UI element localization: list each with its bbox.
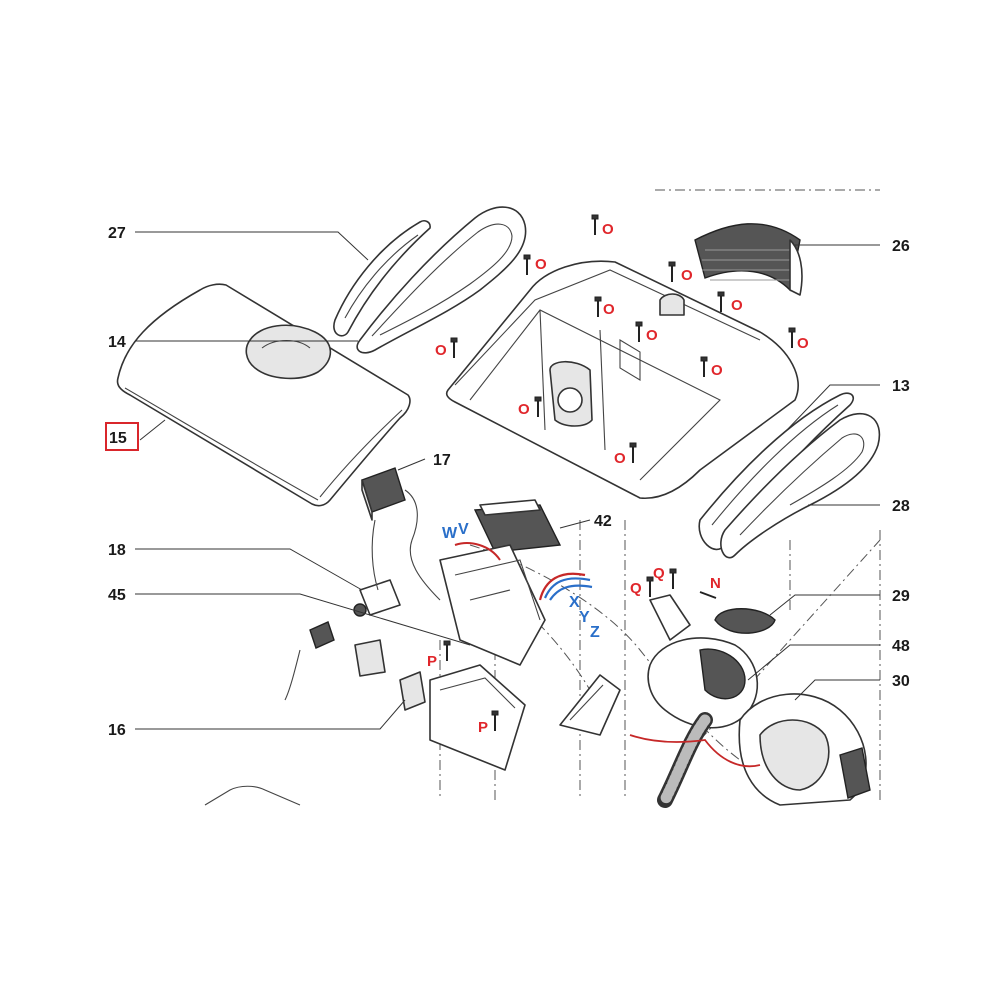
label-26: 26 (892, 238, 910, 255)
screw-label-p: P (427, 653, 437, 670)
label-30: 30 (892, 673, 910, 690)
screw-label-p: P (478, 719, 488, 736)
screw-icon (635, 321, 643, 342)
screw-label-o: O (435, 342, 447, 359)
screw-icon (591, 214, 599, 235)
leader-lines (135, 231, 880, 730)
label-15: 15 (109, 430, 127, 447)
lower-tray (429, 664, 526, 771)
screw-label-n: N (710, 575, 721, 592)
part-29-coupling-plate (714, 608, 776, 634)
screw-icon (717, 291, 725, 312)
screw-icon (450, 337, 458, 358)
screw-letter-labels: O O O O O O O O O O O P P Q Q N (427, 221, 809, 736)
label-17: 17 (433, 452, 451, 469)
wire-bundle (538, 572, 593, 601)
part-30-motor (738, 693, 871, 806)
label-42: 42 (594, 513, 612, 530)
partial-part-bottom-left (204, 785, 301, 806)
part-16-bracket (284, 621, 426, 711)
label-18: 18 (108, 542, 126, 559)
part-17-transformer (361, 467, 441, 601)
screw-label-q: Q (630, 580, 642, 597)
label-14: 14 (108, 334, 126, 351)
label-48: 48 (892, 638, 910, 655)
screw-label-o: O (646, 327, 658, 344)
screw-icon (491, 710, 499, 731)
screw-icon (534, 396, 542, 417)
wire-letter-labels: W V X Y Z (442, 521, 600, 641)
part-27-side-rail (333, 220, 431, 337)
screw-label-o: O (614, 450, 626, 467)
corrugated-hose (629, 712, 761, 808)
label-13: 13 (892, 378, 910, 395)
screw-label-o: O (603, 301, 615, 318)
part-15-lid (116, 283, 411, 507)
part-number-labels: 27 14 15 17 18 45 16 26 13 28 42 29 48 3… (105, 225, 910, 739)
wire-label-v: V (458, 521, 469, 538)
screw-icon (646, 576, 654, 597)
label-45: 45 (108, 587, 126, 604)
label-29: 29 (892, 588, 910, 605)
screw-label-o: O (518, 401, 530, 418)
part-26-filter-grille (694, 223, 803, 296)
screw-label-q: Q (653, 565, 665, 582)
part-45-valve-block (439, 542, 546, 666)
screw-icon (594, 296, 602, 317)
wire-label-y: Y (579, 609, 590, 626)
screw-icon (668, 261, 676, 282)
screw-label-o: O (602, 221, 614, 238)
screw-icon (523, 254, 531, 275)
wire-label-x: X (569, 594, 580, 611)
screw-label-o: O (731, 297, 743, 314)
highlight-box-15 (105, 422, 139, 451)
screw-icon (788, 327, 796, 348)
wire-label-z: Z (590, 624, 600, 641)
screws (443, 214, 796, 731)
screw-icon (629, 442, 637, 463)
part-48-motor-front (647, 594, 759, 729)
part-28-side-rail (720, 413, 881, 559)
screw-icon (443, 640, 451, 661)
screw-label-o: O (797, 335, 809, 352)
screw-icon (699, 591, 717, 599)
screw-icon (669, 568, 677, 589)
label-16: 16 (108, 722, 126, 739)
chute (559, 674, 621, 736)
screw-label-o: O (535, 256, 547, 273)
label-27: 27 (108, 225, 126, 242)
part-14-loop-rail (356, 206, 527, 354)
screw-icon (700, 356, 708, 377)
main-housing (445, 260, 799, 500)
part-42-control-board (473, 499, 562, 553)
wire-label-w: W (442, 525, 458, 542)
label-28: 28 (892, 498, 910, 515)
screw-label-o: O (681, 267, 693, 284)
part-18-pump (353, 519, 401, 617)
screw-label-o: O (711, 362, 723, 379)
